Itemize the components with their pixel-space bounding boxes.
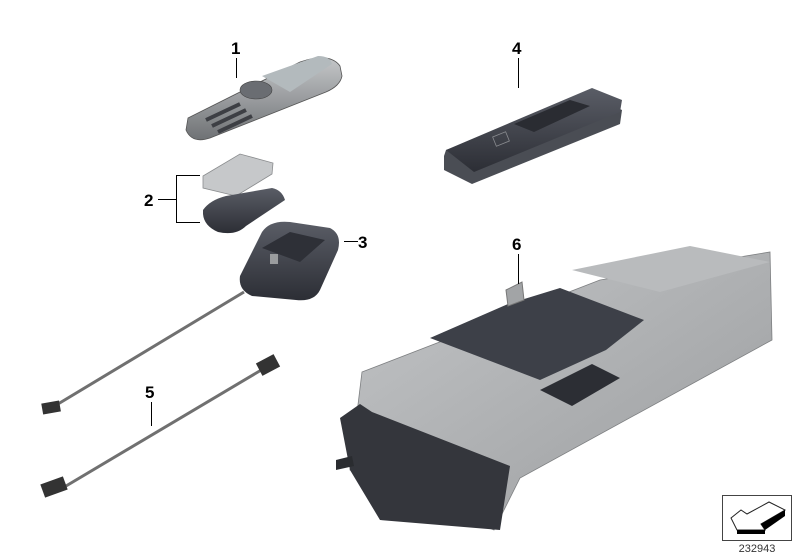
callout-4: 4 [512, 39, 522, 58]
bracket-bottom-2 [176, 222, 200, 223]
callout-5: 5 [145, 383, 155, 402]
arrow-icon [730, 501, 787, 534]
bracket-top-2 [176, 175, 200, 176]
battery-part [202, 153, 285, 234]
handset-part [185, 56, 343, 141]
mounting-tray-part [336, 246, 773, 531]
callout-1: 1 [231, 39, 241, 58]
callout-3: 3 [358, 233, 368, 252]
cable-part [40, 354, 281, 498]
cradle-part [41, 221, 339, 415]
bracket-line-2 [176, 175, 177, 223]
callout-2: 2 [144, 191, 154, 210]
leader-line-6 [518, 254, 519, 284]
leader-line-2 [158, 199, 176, 200]
orientation-arrow-box [722, 495, 792, 541]
leader-line-1 [236, 58, 237, 78]
leader-line-4 [518, 58, 519, 88]
reference-number: 232943 [738, 543, 776, 555]
control-module-part [444, 88, 622, 184]
leader-line-5 [151, 402, 152, 426]
callout-6: 6 [512, 235, 522, 254]
leader-line-3 [344, 241, 358, 242]
